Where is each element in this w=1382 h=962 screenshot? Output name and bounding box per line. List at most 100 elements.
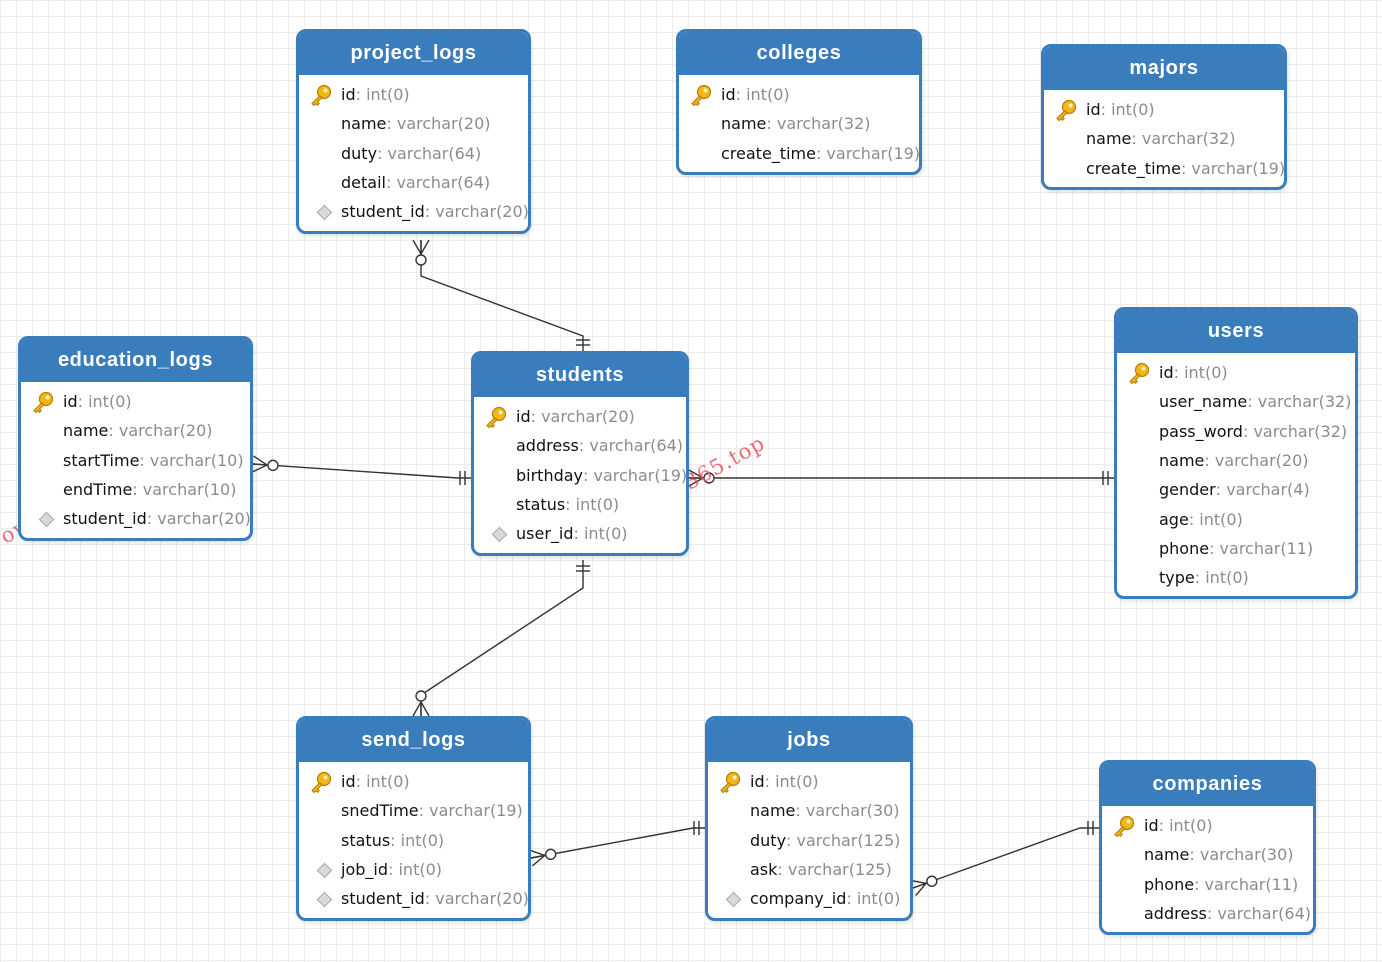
- field-list: id: int(0)name: varchar(32)create_time: …: [1044, 93, 1284, 183]
- field-marker: [1102, 870, 1144, 899]
- field-type: : int(0): [764, 772, 819, 792]
- field-type: : int(0): [1100, 100, 1155, 120]
- field-row[interactable]: student_id: varchar(20): [299, 884, 528, 913]
- field-row[interactable]: status: int(0): [299, 826, 528, 855]
- field-row[interactable]: id: int(0): [299, 80, 528, 109]
- field-row[interactable]: address: varchar(64): [474, 431, 686, 460]
- field-row[interactable]: name: varchar(30): [708, 796, 910, 825]
- field-row[interactable]: id: int(0): [679, 80, 919, 109]
- field-row[interactable]: endTime: varchar(10): [21, 475, 250, 504]
- relationship-education-logs-to-students: [252, 455, 471, 485]
- field-row[interactable]: student_id: varchar(20): [299, 197, 528, 226]
- field-row[interactable]: pass_word: varchar(32): [1117, 417, 1355, 446]
- field-row[interactable]: phone: varchar(11): [1102, 870, 1313, 899]
- field-name: id: [721, 85, 736, 105]
- crows-foot-prong: [688, 477, 704, 487]
- table-title[interactable]: colleges: [679, 32, 919, 78]
- field-row[interactable]: ask: varchar(125): [708, 855, 910, 884]
- field-type: : varchar(19): [1180, 158, 1286, 178]
- table-title[interactable]: project_logs: [299, 32, 528, 78]
- field-name: id: [1159, 363, 1174, 383]
- crows-foot-prong: [253, 455, 268, 466]
- field-name: duty: [750, 830, 787, 850]
- field-row[interactable]: birthday: varchar(19): [474, 461, 686, 490]
- field-name: student_id: [63, 509, 147, 529]
- zero-optional-circle: [926, 875, 938, 887]
- primary-key-icon: [1112, 815, 1136, 838]
- field-marker: [1117, 504, 1159, 533]
- field-row[interactable]: age: int(0): [1117, 504, 1355, 533]
- field-row[interactable]: name: varchar(20): [21, 416, 250, 445]
- field-row[interactable]: id: int(0): [1102, 811, 1313, 840]
- field-name: snedTime: [341, 801, 419, 821]
- field-row[interactable]: job_id: int(0): [299, 855, 528, 884]
- field-type: : int(0): [573, 524, 628, 544]
- table-title[interactable]: companies: [1102, 763, 1313, 809]
- field-row[interactable]: duty: varchar(125): [708, 826, 910, 855]
- crows-foot-prong: [420, 701, 430, 717]
- field-row[interactable]: address: varchar(64): [1102, 899, 1313, 928]
- field-row[interactable]: name: varchar(32): [1044, 124, 1284, 153]
- field-row[interactable]: type: int(0): [1117, 563, 1355, 592]
- field-name: duty: [341, 143, 378, 163]
- field-name: pass_word: [1159, 421, 1243, 441]
- field-row[interactable]: id: int(0): [1044, 95, 1284, 124]
- field-row[interactable]: name: varchar(32): [679, 109, 919, 138]
- field-row[interactable]: duty: varchar(64): [299, 139, 528, 168]
- field-row[interactable]: create_time: varchar(19): [679, 139, 919, 168]
- field-row[interactable]: startTime: varchar(10): [21, 446, 250, 475]
- field-row[interactable]: detail: varchar(64): [299, 168, 528, 197]
- field-row[interactable]: id: int(0): [299, 767, 528, 796]
- field-list: id: int(0)snedTime: varchar(19)status: i…: [299, 765, 528, 913]
- table-title[interactable]: majors: [1044, 47, 1284, 93]
- field-row[interactable]: phone: varchar(11): [1117, 534, 1355, 563]
- field-marker: [299, 796, 341, 825]
- field-row[interactable]: id: int(0): [1117, 358, 1355, 387]
- field-marker: [708, 855, 750, 884]
- field-row[interactable]: status: int(0): [474, 490, 686, 519]
- field-row[interactable]: name: varchar(20): [1117, 446, 1355, 475]
- table-title[interactable]: jobs: [708, 719, 910, 765]
- table-title[interactable]: students: [474, 354, 686, 400]
- field-name: birthday: [516, 465, 584, 485]
- field-type: : int(0): [1173, 363, 1228, 383]
- table-title[interactable]: send_logs: [299, 719, 528, 765]
- field-row[interactable]: company_id: int(0): [708, 884, 910, 913]
- field-name: id: [750, 772, 765, 792]
- field-row[interactable]: user_name: varchar(32): [1117, 387, 1355, 416]
- field-type: : int(0): [1194, 568, 1249, 588]
- field-row[interactable]: create_time: varchar(19): [1044, 154, 1284, 183]
- table-title[interactable]: education_logs: [21, 339, 250, 385]
- field-row[interactable]: id: int(0): [708, 767, 910, 796]
- field-row[interactable]: name: varchar(20): [299, 109, 528, 138]
- field-name: endTime: [63, 480, 133, 500]
- field-type: : varchar(19): [418, 801, 523, 821]
- primary-key-icon: [309, 84, 333, 107]
- table-title[interactable]: users: [1117, 310, 1355, 356]
- field-row[interactable]: user_id: int(0): [474, 519, 686, 548]
- field-marker: [299, 884, 341, 913]
- field-name: name: [1086, 129, 1132, 149]
- field-type: : varchar(19): [583, 465, 688, 485]
- field-row[interactable]: id: varchar(20): [474, 402, 686, 431]
- field-type: : varchar(30): [795, 801, 900, 821]
- foreign-key-diamond-icon: [38, 511, 55, 528]
- field-row[interactable]: student_id: varchar(20): [21, 504, 250, 533]
- field-row[interactable]: id: int(0): [21, 387, 250, 416]
- field-row[interactable]: name: varchar(30): [1102, 840, 1313, 869]
- field-name: user_id: [516, 524, 574, 544]
- field-type: : varchar(11): [1194, 874, 1299, 894]
- field-type: : varchar(125): [786, 830, 901, 850]
- field-row[interactable]: snedTime: varchar(19): [299, 796, 528, 825]
- field-row[interactable]: gender: varchar(4): [1117, 475, 1355, 504]
